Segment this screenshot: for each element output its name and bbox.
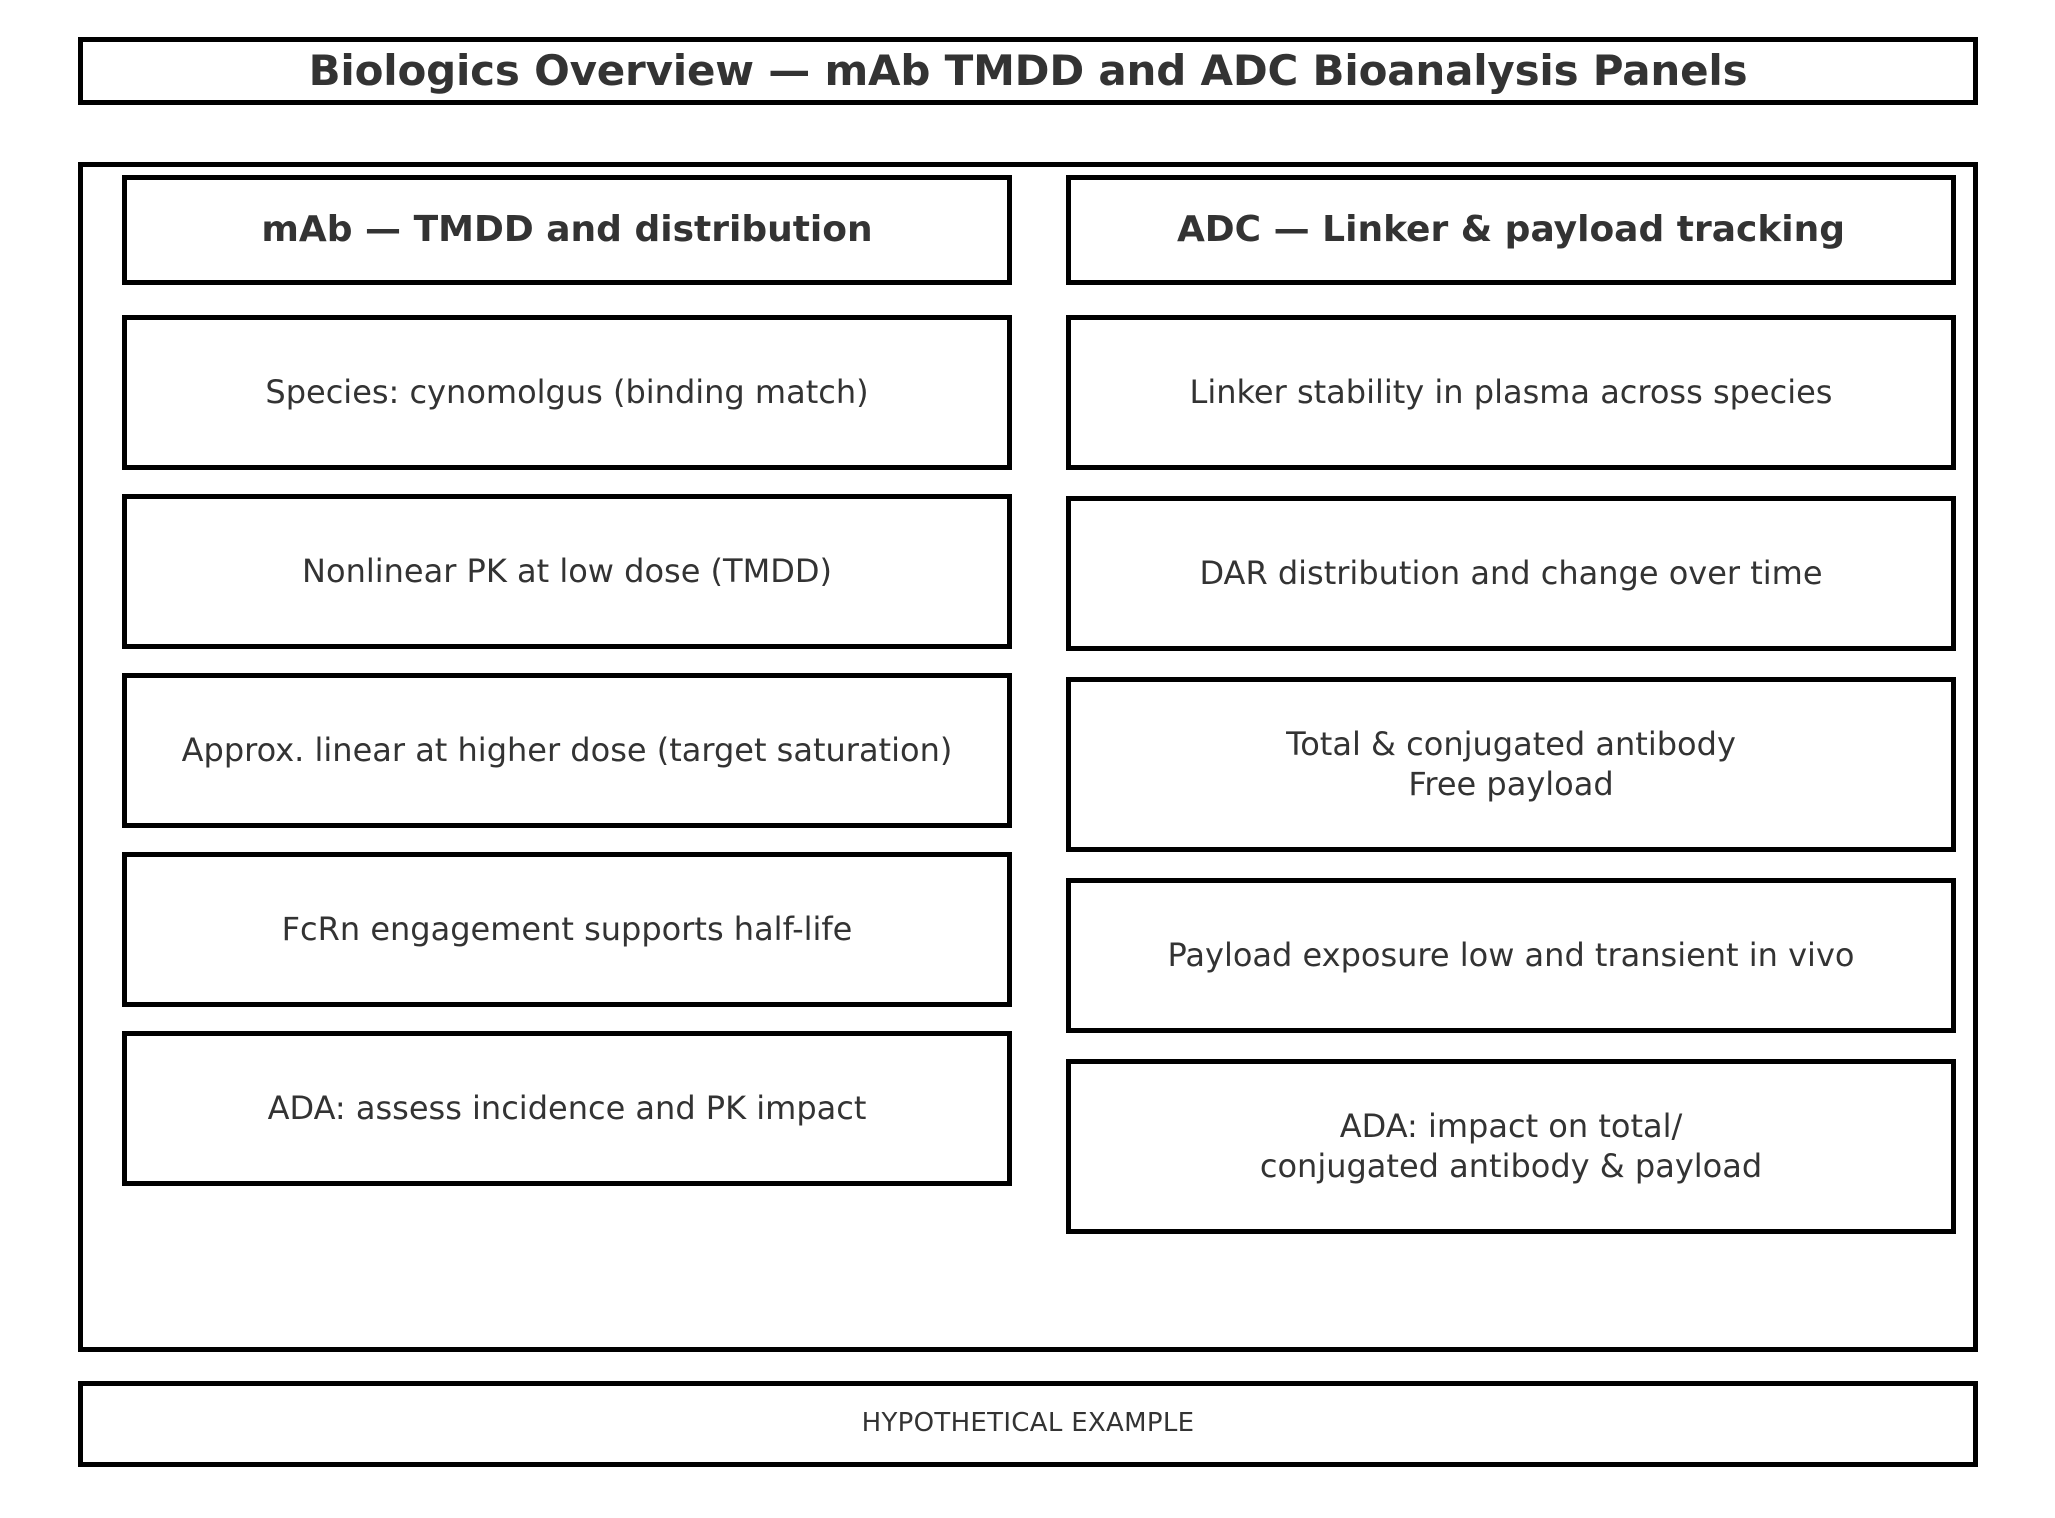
column-header-adc: ADC — Linker & payload tracking xyxy=(1066,175,1956,285)
adc-item-label: DAR distribution and change over time xyxy=(1199,553,1823,592)
mab-item-box: Species: cynomolgus (binding match) xyxy=(122,315,1012,470)
mab-item-box: Approx. linear at higher dose (target sa… xyxy=(122,673,1012,828)
adc-item-label: Linker stability in plasma across specie… xyxy=(1189,372,1833,411)
column-header-adc-label: ADC — Linker & payload tracking xyxy=(1176,209,1846,251)
page-title: Biologics Overview — mAb TMDD and ADC Bi… xyxy=(308,46,1748,96)
adc-item-box: DAR distribution and change over time xyxy=(1066,496,1956,651)
footer-banner: HYPOTHETICAL EXAMPLE xyxy=(78,1381,1978,1467)
adc-item-box: Total & conjugated antibody Free payload xyxy=(1066,677,1956,852)
mab-item-box: FcRn engagement supports half-life xyxy=(122,852,1012,1007)
footer-label: HYPOTHETICAL EXAMPLE xyxy=(861,1408,1195,1439)
mab-item-box: ADA: assess incidence and PK impact xyxy=(122,1031,1012,1186)
mab-item-box: Nonlinear PK at low dose (TMDD) xyxy=(122,494,1012,649)
mab-item-label: Approx. linear at higher dose (target sa… xyxy=(181,730,953,769)
adc-item-label: Payload exposure low and transient in vi… xyxy=(1167,935,1855,974)
column-header-mab-label: mAb — TMDD and distribution xyxy=(261,209,873,251)
adc-item-label: Total & conjugated antibody Free payload xyxy=(1286,725,1736,803)
adc-item-box: Payload exposure low and transient in vi… xyxy=(1066,878,1956,1033)
adc-item-box: ADA: impact on total/ conjugated antibod… xyxy=(1066,1059,1956,1234)
mab-item-label: ADA: assess incidence and PK impact xyxy=(267,1088,867,1127)
adc-item-label: ADA: impact on total/ conjugated antibod… xyxy=(1259,1107,1763,1185)
mab-item-label: FcRn engagement supports half-life xyxy=(281,909,853,948)
mab-item-label: Species: cynomolgus (binding match) xyxy=(265,372,869,411)
mab-item-label: Nonlinear PK at low dose (TMDD) xyxy=(302,551,832,590)
diagram-title-banner: Biologics Overview — mAb TMDD and ADC Bi… xyxy=(78,37,1978,105)
adc-item-box: Linker stability in plasma across specie… xyxy=(1066,315,1956,470)
column-header-mab: mAb — TMDD and distribution xyxy=(122,175,1012,285)
